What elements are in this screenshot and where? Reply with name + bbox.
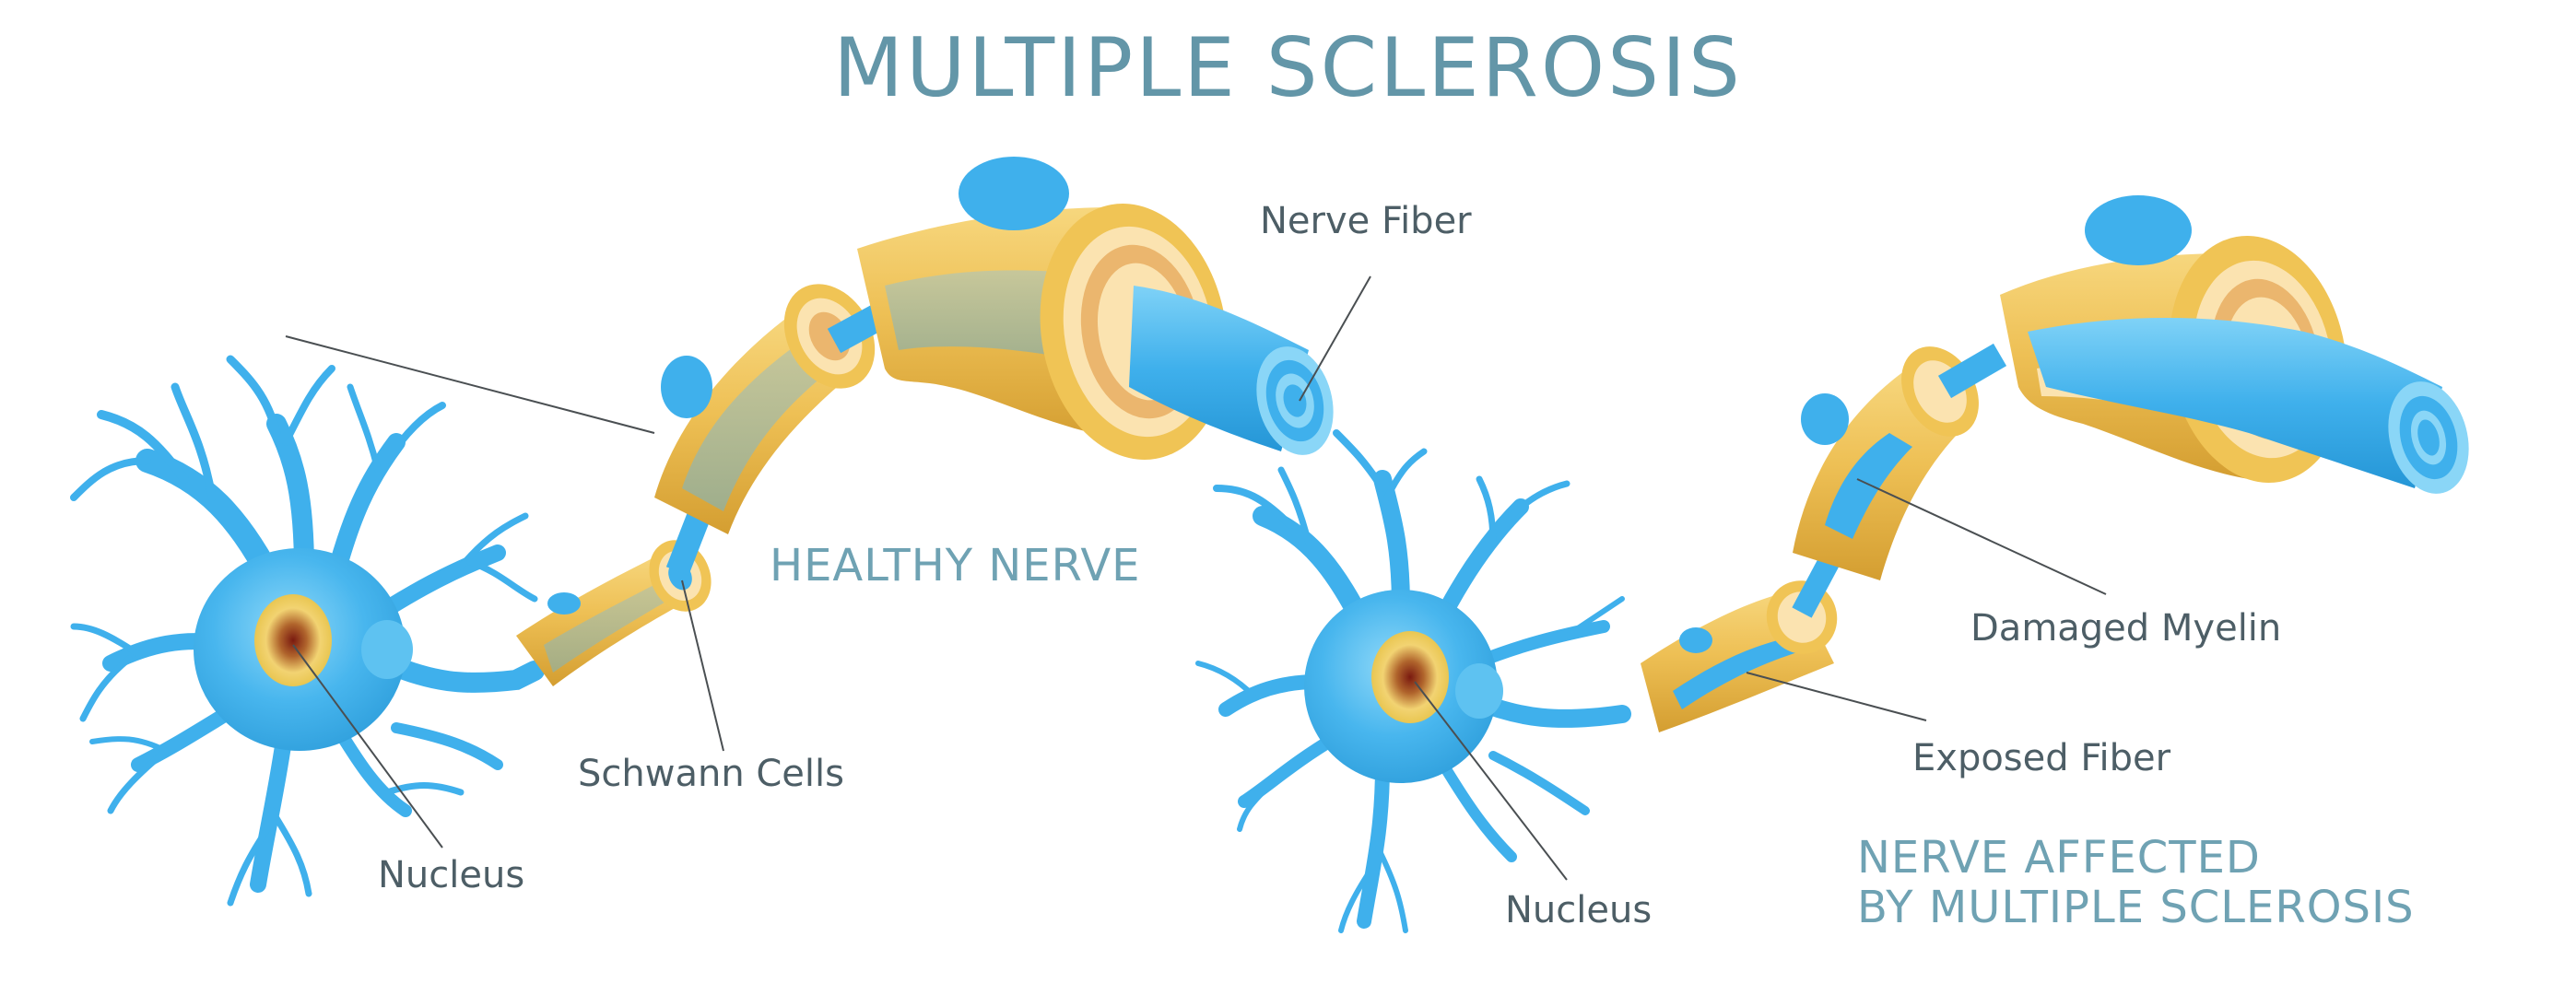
leader-line-nerve-fiber [1299, 275, 1371, 402]
affected-nucleus-shape [1371, 631, 1449, 723]
affected-heading-line-1: NERVE AFFECTED [1857, 832, 2261, 884]
healthy-axon [516, 157, 1334, 686]
affected-segment-2-lesion [1825, 433, 1912, 539]
healthy-segment-1-inner [544, 573, 693, 673]
affected-heading-line-2: BY MULTIPLE SCLEROSIS [1857, 881, 2415, 933]
label-exposed-fiber: Exposed Fiber [1912, 737, 2171, 779]
healthy-nerve-heading: HEALTHY NERVE [770, 540, 1141, 591]
label-schwann-cells: Schwann Cells [578, 753, 844, 795]
leader-line-unlabeled [285, 335, 655, 434]
leader-line-exposed-fiber [1746, 672, 1927, 721]
healthy-node-blob-1 [547, 592, 581, 615]
affected-axon [1641, 195, 2469, 732]
affected-exposed-fiber-shape [1673, 636, 1806, 709]
healthy-schwann-nucleus-blob [959, 157, 1069, 230]
affected-schwann-nucleus-blob [2085, 195, 2192, 265]
affected-nerve-fiber [2028, 318, 2442, 488]
healthy-axon-hillock [377, 653, 545, 693]
affected-soma-bulge [1455, 663, 1503, 719]
leader-line-nucleus-left [292, 644, 443, 849]
label-nucleus-affected: Nucleus [1505, 889, 1653, 931]
affected-nerve-heading: NERVE AFFECTED BY MULTIPLE SCLEROSIS [1857, 832, 2415, 933]
label-damaged-myelin: Damaged Myelin [1970, 607, 2282, 650]
page-title: MULTIPLE SCLEROSIS [833, 20, 1743, 115]
healthy-node-blob-2 [661, 356, 712, 418]
affected-node-blob-1 [1679, 627, 1712, 653]
healthy-segment-2-inner [682, 341, 839, 511]
leader-lines [285, 275, 2107, 881]
leader-line-damaged-myelin [1856, 478, 2107, 595]
leader-line-schwann-cells [681, 579, 724, 752]
healthy-fiber-core [1283, 384, 1307, 417]
leader-line-nucleus-right [1414, 681, 1568, 881]
affected-node-of-ranvier-2 [1937, 343, 2007, 399]
healthy-soma-bulge [361, 620, 413, 679]
affected-neuron [1195, 429, 1631, 933]
healthy-nucleus-shape [254, 594, 332, 686]
affected-node-blob-2 [1801, 393, 1849, 445]
label-nerve-fiber: Nerve Fiber [1260, 200, 1472, 242]
label-nucleus-healthy: Nucleus [378, 854, 525, 896]
affected-fiber-core [2417, 419, 2440, 456]
healthy-neuron [70, 355, 545, 907]
